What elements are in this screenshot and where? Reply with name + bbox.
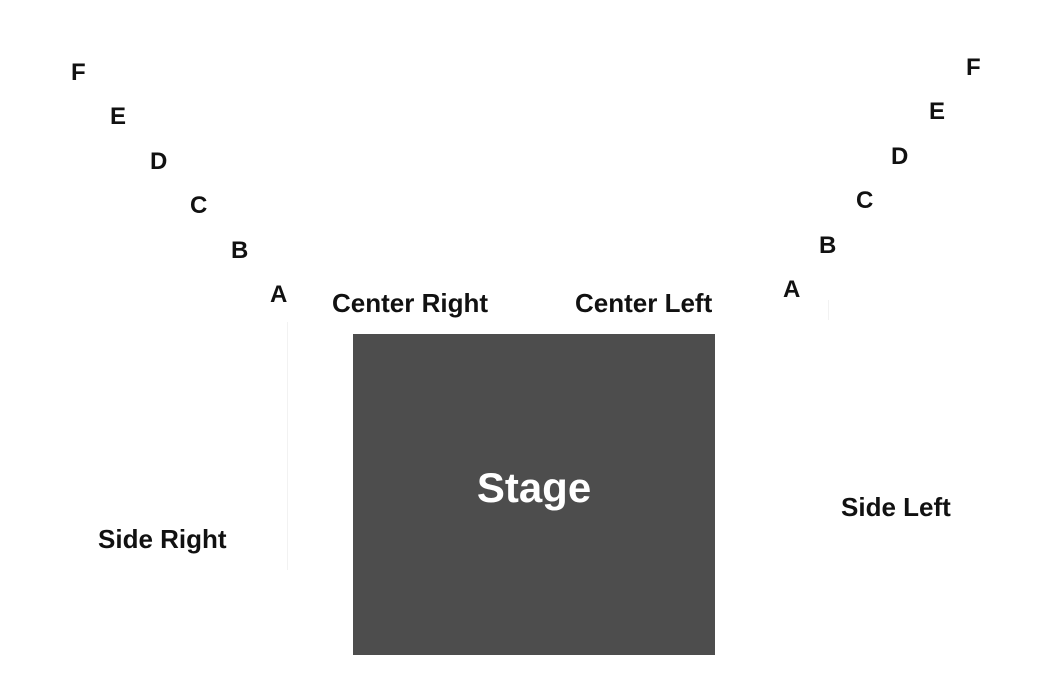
stage-label: Stage [476,463,592,511]
row-label-left-b[interactable]: B [231,237,249,264]
section-side-right[interactable]: Side Right [98,524,227,554]
section-side-left[interactable]: Side Left [841,492,951,522]
guide-line-left [287,322,288,570]
row-label-right-d[interactable]: D [891,143,909,170]
row-label-left-c[interactable]: C [190,192,208,219]
section-center-left[interactable]: Center Left [575,288,713,318]
row-label-left-a[interactable]: A [270,281,288,308]
guide-line-right [828,300,829,320]
row-label-left-e[interactable]: E [110,103,127,130]
row-label-right-a[interactable]: A [783,276,801,303]
stage-area: Stage [353,334,715,655]
row-label-left-f[interactable]: F [71,59,86,86]
row-label-right-f[interactable]: F [966,54,981,81]
row-label-right-b[interactable]: B [819,232,837,259]
row-label-left-d[interactable]: D [150,148,168,175]
row-label-right-e[interactable]: E [929,98,946,125]
section-center-right[interactable]: Center Right [332,288,488,318]
row-label-right-c[interactable]: C [856,187,874,214]
